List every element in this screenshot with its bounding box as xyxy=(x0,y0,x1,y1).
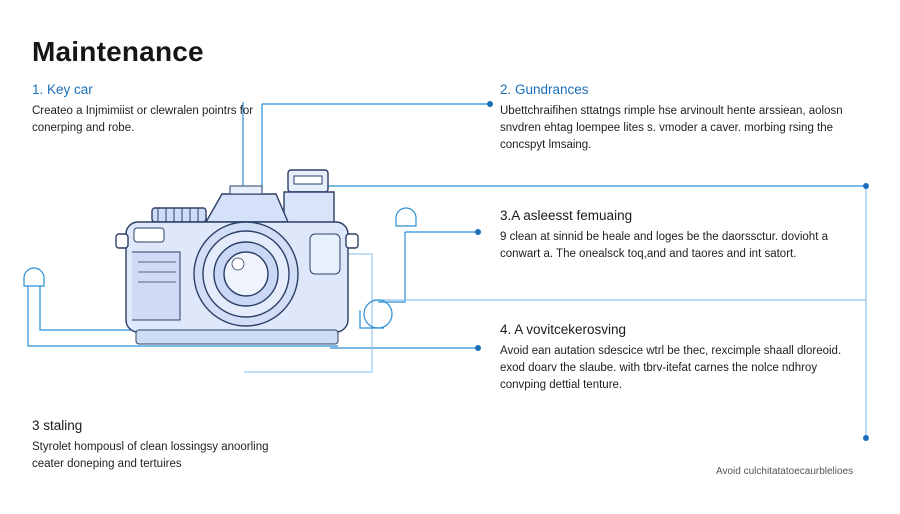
flash-housing xyxy=(283,191,335,226)
leader-line-3b xyxy=(378,232,406,303)
callout-1-heading: 1. Key car xyxy=(32,82,93,97)
footnote: Avoid culchitatatoecaurblelioes xyxy=(716,466,854,477)
lens-icon xyxy=(193,221,299,327)
dot-3 xyxy=(475,229,481,235)
callout-3: 3.A asleesst femuaing 9 clean at sinnid … xyxy=(500,208,840,263)
callout-2-body: Ubettchraifihen sttatngs rimple hse arvi… xyxy=(500,105,843,151)
leader-line-left-inner xyxy=(39,286,160,331)
endpoint-dots xyxy=(475,101,869,441)
dot-2 xyxy=(863,183,869,189)
callout-1: 1. Key car Createo a Injmimiist or clewr… xyxy=(32,82,262,137)
prism xyxy=(204,193,290,223)
leader-line-2 xyxy=(261,103,490,192)
callout-5-body: Styrolet hompousl of clean lossingsy ano… xyxy=(32,441,269,470)
dot-1 xyxy=(487,101,493,107)
callout-4: 4. A vovitcekerosving Avoid ean autation… xyxy=(500,322,860,394)
callout-4-body: Avoid ean autation sdescice wtrl be thec… xyxy=(500,345,842,391)
callout-5-heading: 3 staling xyxy=(32,418,83,433)
dot-4 xyxy=(475,345,481,351)
callout-5: 3 staling Styrolet hompousl of clean los… xyxy=(32,418,272,473)
page-title: Maintenance xyxy=(32,36,204,67)
left-hook xyxy=(23,267,45,287)
ring xyxy=(363,299,393,329)
callout-1-body: Createo a Injmimiist or clewralen pointr… xyxy=(32,105,254,134)
right-hook xyxy=(395,207,417,227)
callout-2: 2. Gundrances Ubettchraifihen sttatngs r… xyxy=(500,82,860,154)
dot-5 xyxy=(863,435,869,441)
leader-line-left xyxy=(27,286,338,347)
callout-2-heading: 2. Gundrances xyxy=(500,82,589,97)
hooks xyxy=(23,207,417,329)
callout-3-body: 9 clean at sinnid be heale and loges be … xyxy=(500,231,828,260)
callout-3-heading: 3.A asleesst femuaing xyxy=(500,208,633,223)
callout-4-heading: 4. A vovitcekerosving xyxy=(500,322,627,337)
